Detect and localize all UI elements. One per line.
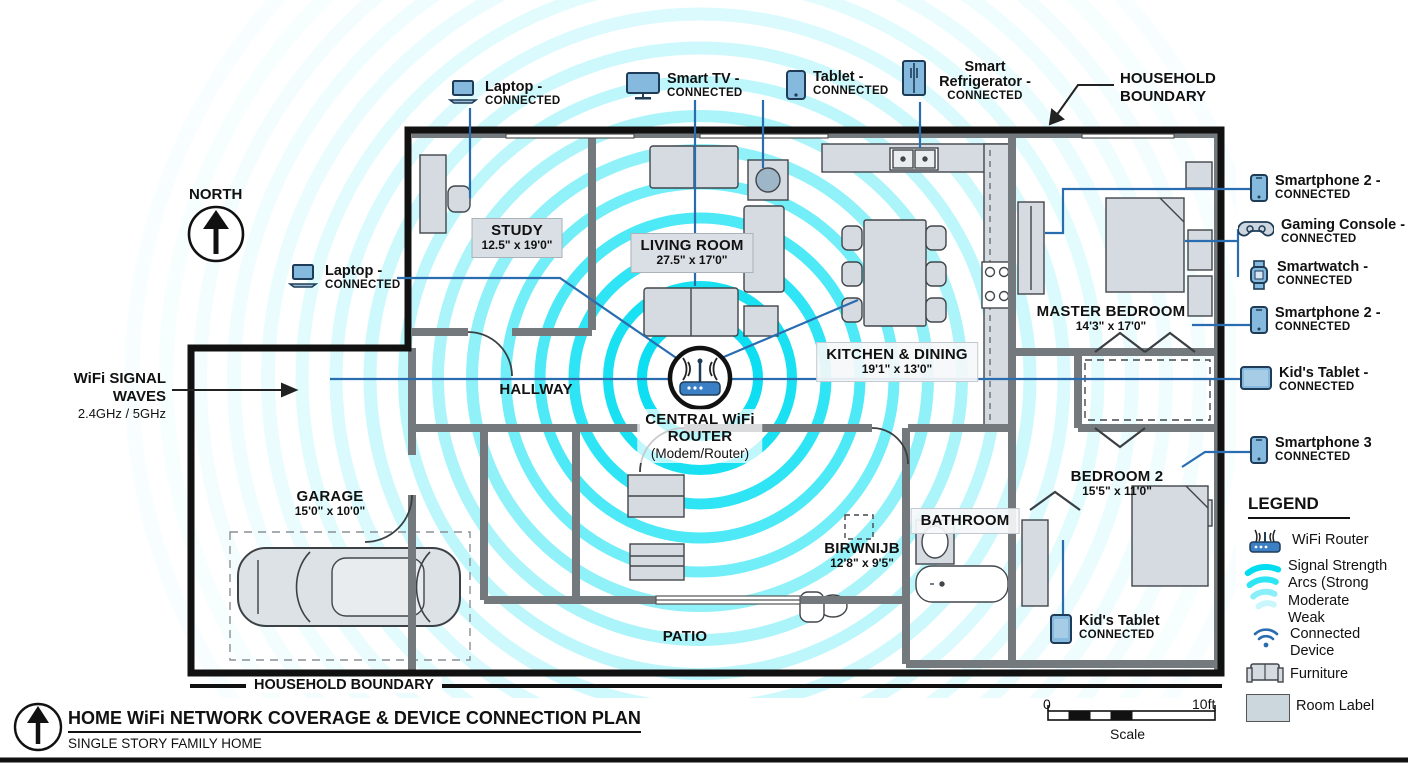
laptop-icon xyxy=(288,264,318,288)
callout-laptop-top: Laptop - CONNECTED xyxy=(448,79,561,107)
sheet-subtitle: SINGLE STORY FAMILY HOME xyxy=(68,736,262,751)
central-router-label: CENTRAL WiFi ROUTER (Modem/Router) xyxy=(637,409,763,464)
room-label-kitchen-dining: KITCHEN & DINING 19'1" x 13'0" xyxy=(816,342,978,383)
room-label-bathroom: BATHROOM xyxy=(910,508,1020,535)
scale-bar xyxy=(1047,705,1216,721)
sheet-title: HOME WiFi NETWORK COVERAGE & DEVICE CONN… xyxy=(68,708,641,733)
leader-arrows xyxy=(172,84,1114,398)
bedroom2-bed xyxy=(1131,485,1209,587)
legend-room-label-swatch xyxy=(1246,694,1290,722)
callout-smart-tv: Smart TV - CONNECTED xyxy=(626,71,743,100)
master-bed xyxy=(1105,197,1185,293)
laptop-icon xyxy=(448,80,478,104)
room-label-patio: PATIO xyxy=(662,628,708,645)
study-chair xyxy=(447,185,471,213)
household-boundary-bottom-label: HOUSEHOLD BOUNDARY xyxy=(246,677,442,693)
callout-kids-tablet-interior: Kid's Tablet CONNECTED xyxy=(1050,613,1160,644)
stove xyxy=(981,261,1013,309)
wifi-signal-waves-label: WiFi SIGNAL WAVES 2.4GHz / 5GHz xyxy=(73,370,166,421)
callout-smartphone-2a: Smartphone 2 - CONNECTED xyxy=(1250,173,1381,202)
smartwatch-icon xyxy=(1250,260,1268,290)
wifi-router-icon xyxy=(667,345,733,411)
legend-connected-device-icon xyxy=(1252,626,1280,655)
legend-signal-arcs-label: Signal Strength Arcs (Strong Moderate We… xyxy=(1288,558,1388,627)
room-label-hallway: HALLWAY xyxy=(499,381,573,398)
callout-laptop-left: Laptop - CONNECTED xyxy=(288,263,401,291)
car xyxy=(237,547,461,627)
callout-smart-refrigerator: Smart Refrigerator - CONNECTED xyxy=(902,59,1037,103)
tablet-icon xyxy=(1240,366,1272,390)
room-label-study: STUDY 12.5" x 19'0" xyxy=(471,218,563,259)
tablet-side-table xyxy=(747,159,789,201)
callout-kids-tablet-right: Kid's Tablet - CONNECTED xyxy=(1240,365,1368,393)
legend-title: LEGEND xyxy=(1248,494,1350,519)
household-boundary-outline xyxy=(187,126,1225,677)
furniture xyxy=(229,143,1213,661)
callout-lines xyxy=(330,100,1250,616)
legend-signal-arcs-icon xyxy=(1244,556,1288,617)
scale-label: Scale xyxy=(1110,726,1146,742)
tablet-icon xyxy=(786,70,806,100)
callout-tablet-top: Tablet - CONNECTED xyxy=(786,69,889,100)
tablet-icon xyxy=(1050,614,1072,644)
north-compass xyxy=(187,205,245,263)
title-compass xyxy=(13,702,63,752)
callout-smartphone-2b: Smartphone 2 - CONNECTED xyxy=(1250,305,1381,334)
legend-wifi-router-label: WiFi Router xyxy=(1292,532,1369,548)
room-label-garage: GARAGE 15'0" x 10'0" xyxy=(294,488,366,519)
refrigerator-icon xyxy=(902,60,926,96)
north-label: NORTH xyxy=(189,186,243,203)
legend-furniture-label: Furniture xyxy=(1290,666,1349,682)
legend-room-label-label: Room Label xyxy=(1296,698,1375,714)
room-label-bedroom-3: BIRWNIJB 12'8" x 9'5" xyxy=(824,540,900,571)
smartphone-icon xyxy=(1250,306,1268,334)
dining-table xyxy=(863,219,927,327)
scale-end: 10ft xyxy=(1192,696,1216,712)
household-boundary-top-label: HOUSEHOLD BOUNDARY xyxy=(1120,70,1216,105)
bathtub xyxy=(915,565,1009,603)
room-label-master-bedroom: MASTER BEDROOM 14'3" x 17'0" xyxy=(1036,303,1186,334)
callout-smartwatch: Smartwatch - CONNECTED xyxy=(1248,259,1368,290)
room-label-living-room: LIVING ROOM 27.5" x 17'0" xyxy=(630,233,754,274)
legend-connected-device-label: Connected Device xyxy=(1290,626,1361,660)
callout-smartphone-3: Smartphone 3 CONNECTED xyxy=(1250,435,1372,464)
callout-gaming-console: Gaming Console - CONNECTED xyxy=(1238,217,1405,245)
tv-icon xyxy=(626,72,660,100)
legend-furniture-icon xyxy=(1246,660,1284,691)
smartphone-icon xyxy=(1250,436,1268,464)
scale-start: 0 xyxy=(1043,696,1051,712)
gaming-console-icon xyxy=(1238,221,1274,237)
room-label-bedroom-2: BEDROOM 2 15'5" x 11'0" xyxy=(1070,468,1164,499)
legend-wifi-router-icon xyxy=(1246,527,1284,560)
smartphone-icon xyxy=(1250,174,1268,202)
